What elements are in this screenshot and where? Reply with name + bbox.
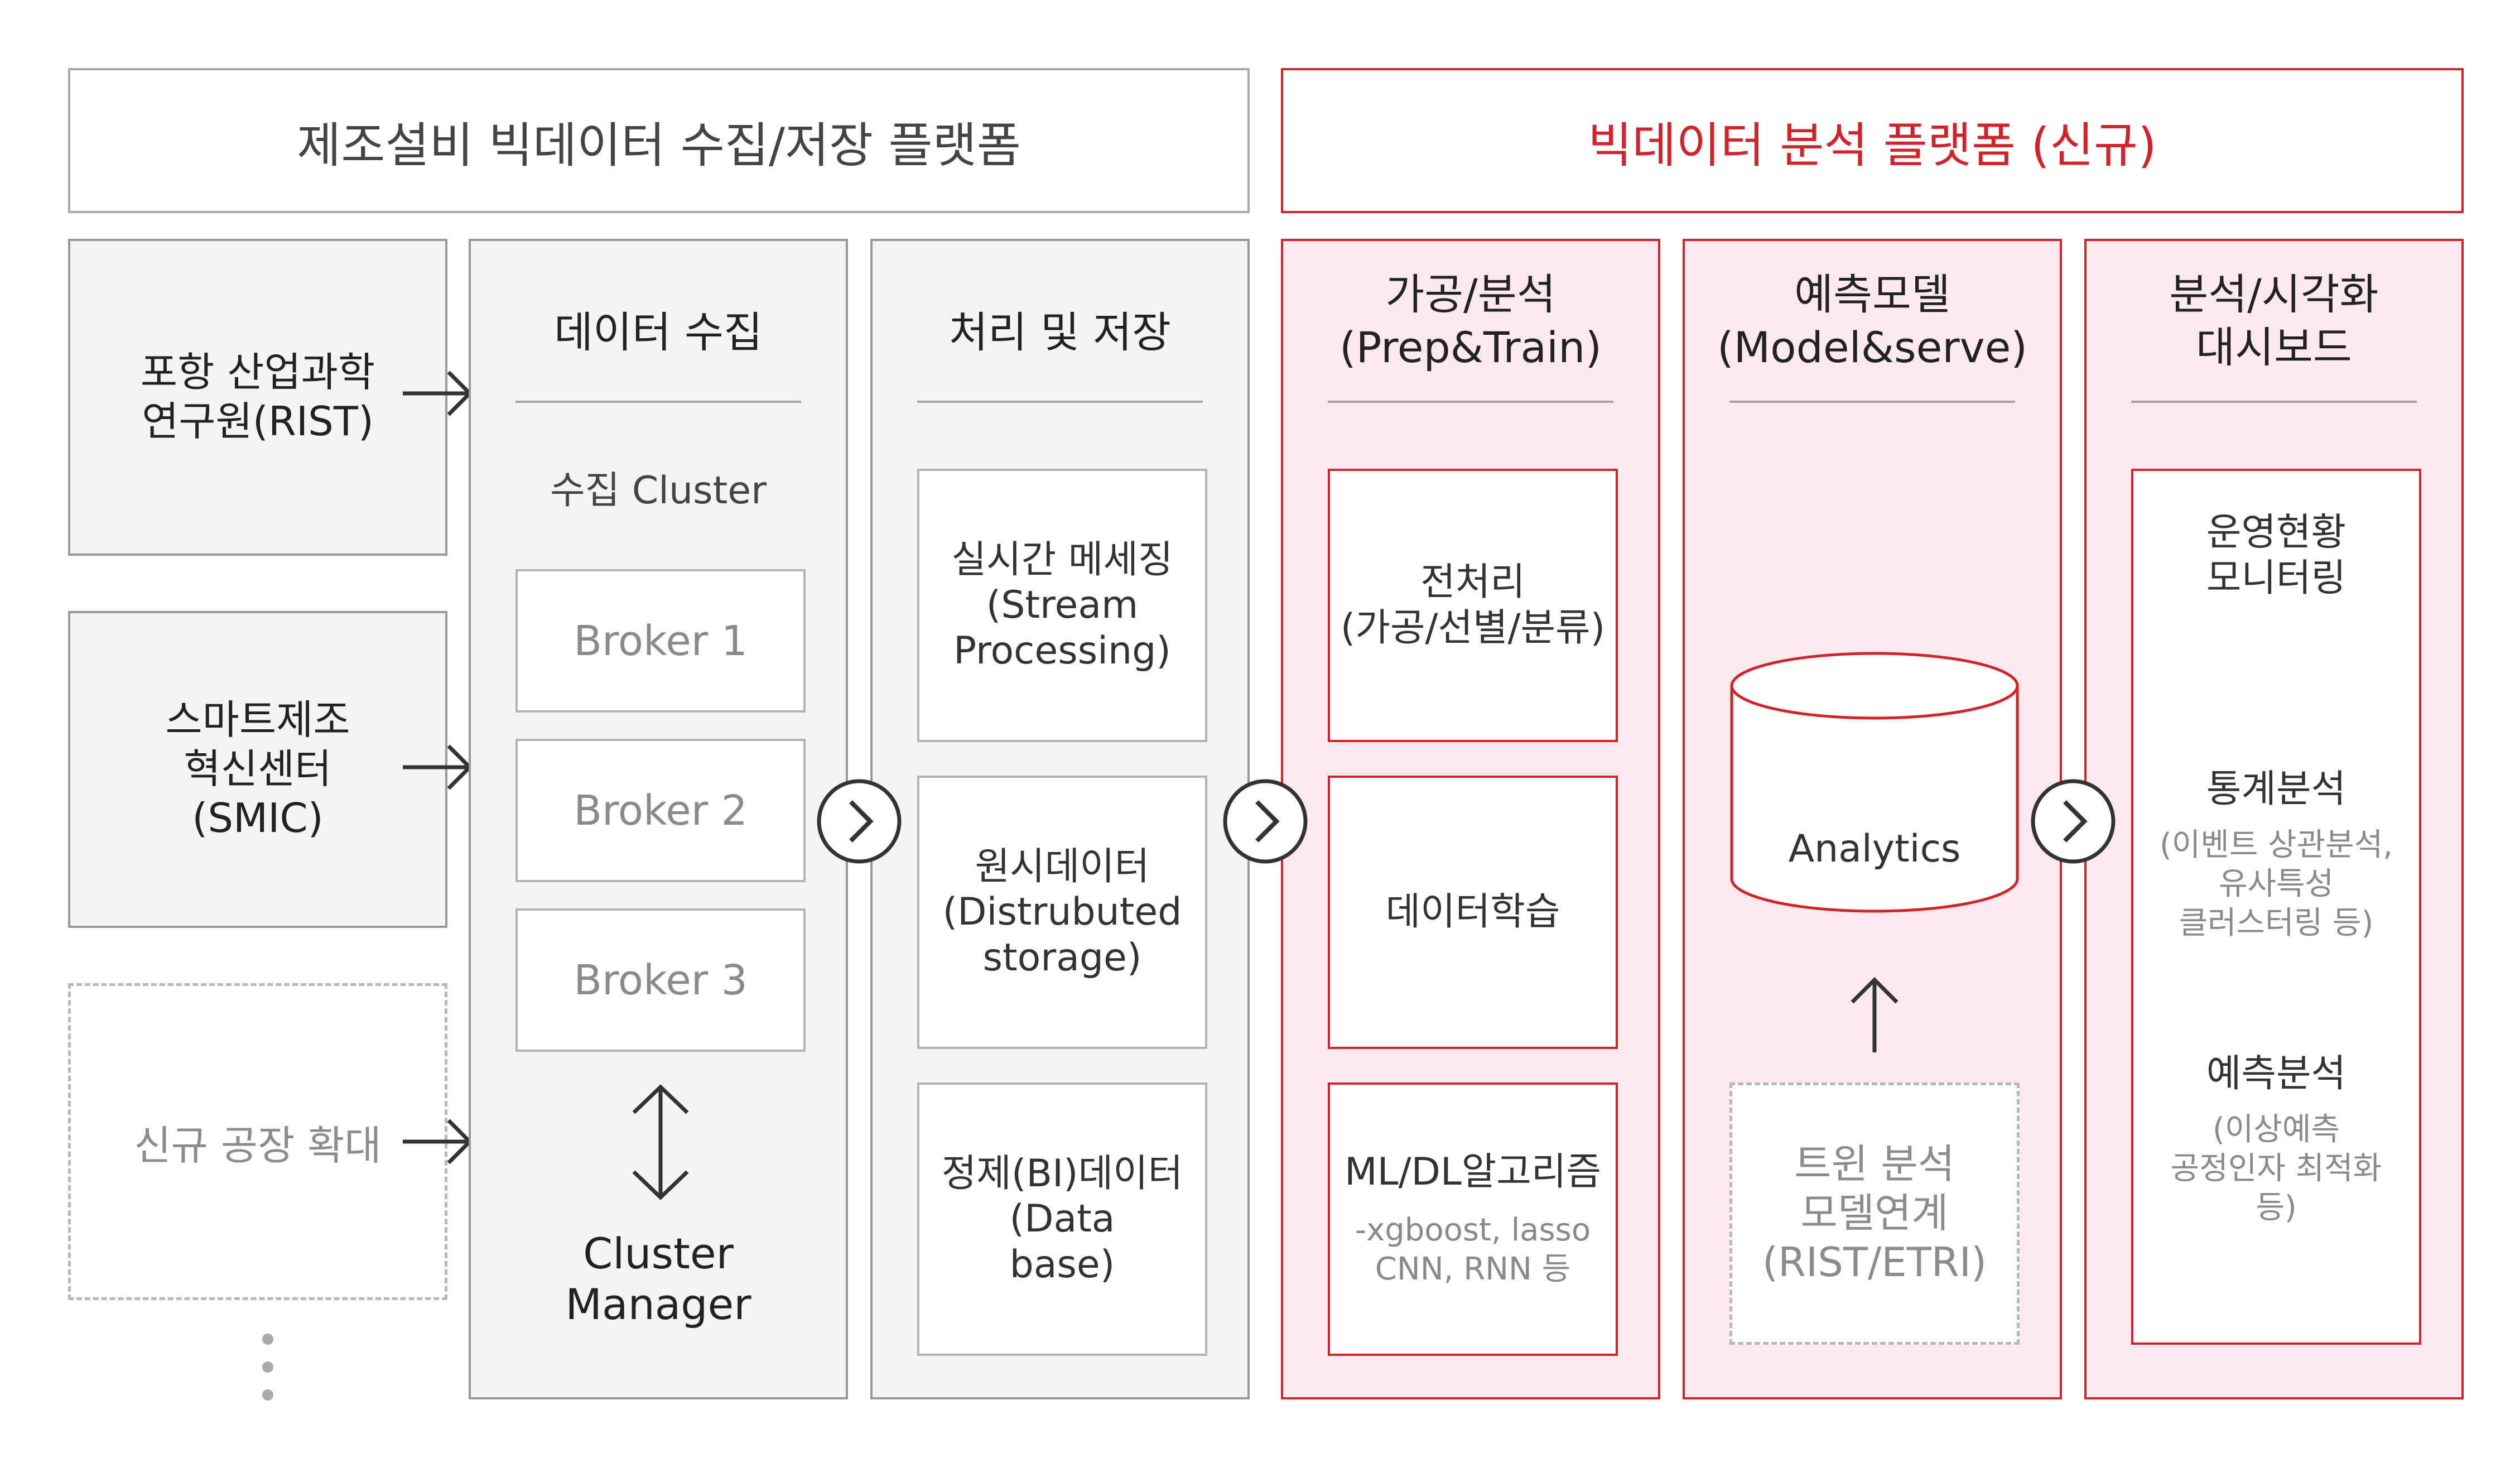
analytics-database-icon	[1730, 652, 2019, 913]
processing-storage-title-text: 처리 및 저장	[949, 307, 1171, 357]
broker-3-box: Broker 3	[515, 908, 806, 1052]
statistical-analysis-sub-2: 유사특성	[2218, 865, 2334, 902]
arrow-up-icon	[1851, 977, 1899, 1052]
chevron-right-circle-icon	[2031, 779, 2116, 864]
analytics-label-text: Analytics	[1788, 827, 1961, 872]
refined-data-line-1: 정제(BI)데이터	[941, 1151, 1183, 1196]
raw-data-line-1: 원시데이터	[975, 844, 1150, 889]
cluster-manager-line-1: Cluster	[583, 1228, 734, 1278]
statistical-analysis-sub-1: (이벤트 상관분석,	[2159, 826, 2393, 863]
statistical-analysis-item: 통계분석 (이벤트 상관분석, 유사특성 클러스터링 등)	[2133, 767, 2419, 943]
operation-monitoring-line-1: 운영현황	[2206, 511, 2346, 555]
predictive-analysis-item: 예측분석 (이상예측 공정인자 최적화 등)	[2133, 1051, 2419, 1228]
statistical-analysis-sub-3: 클러스터링 등)	[2179, 904, 2374, 941]
collect-cluster-label-text: 수집 Cluster	[550, 468, 767, 513]
source-smic-line-3: (SMIC)	[192, 794, 324, 841]
predictive-analysis-sub-2: 공정인자 최적화	[2170, 1150, 2382, 1187]
vertical-ellipsis-icon	[262, 1334, 273, 1401]
operation-monitoring-line-2: 모니터링	[2206, 556, 2346, 600]
analysis-platform-title: 빅데이터 분석 플랫폼 (신규)	[1588, 117, 2157, 174]
ml-dl-algorithm-box: ML/DL알고리즘 -xgboost, lasso CNN, RNN 등	[1328, 1082, 1618, 1356]
prep-train-title-line-1: 가공/분석	[1385, 270, 1556, 319]
model-serve-title: 예측모델 (Model&serve)	[1717, 241, 2027, 403]
broker-1-label: Broker 1	[574, 617, 748, 665]
raw-data-line-2: (Distrubuted	[942, 890, 1182, 935]
twin-analysis-line-2: 모델연계	[1800, 1190, 1949, 1237]
ml-dl-algorithm-label: ML/DL알고리즘	[1345, 1150, 1601, 1195]
chevron-right-circle-icon	[817, 779, 902, 864]
prep-train-title-line-2: (Prep&Train)	[1339, 323, 1602, 372]
data-collection-title-text: 데이터 수집	[554, 307, 763, 357]
model-serve-title-line-1: 예측모델	[1794, 270, 1950, 319]
refined-data-box: 정제(BI)데이터 (Data base)	[917, 1082, 1207, 1356]
analytics-label: Analytics	[1729, 816, 2020, 883]
source-new-factory: 신규 공장 확대	[68, 983, 447, 1300]
preprocessing-line-2: (가공/선별/분류)	[1340, 606, 1606, 650]
refined-data-line-2: (Data	[1009, 1197, 1115, 1242]
source-rist: 포항 산업과학 연구원(RIST)	[68, 239, 447, 556]
collection-platform-title: 제조설비 빅데이터 수집/저장 플랫폼	[297, 117, 1021, 174]
prep-train-title: 가공/분석 (Prep&Train)	[1328, 241, 1613, 403]
arrow-right-icon	[403, 370, 473, 416]
ml-dl-algorithm-sub-2: CNN, RNN 등	[1375, 1250, 1571, 1287]
data-collection-column: 데이터 수집 수집 Cluster Broker 1 Broker 2 Brok…	[469, 239, 848, 1399]
arrow-right-icon	[403, 1119, 473, 1165]
processing-storage-column: 처리 및 저장 실시간 메세징 (Stream Processing) 원시데이…	[870, 239, 1250, 1399]
source-smic-line-1: 스마트제조	[165, 696, 350, 744]
broker-2-box: Broker 2	[515, 739, 806, 882]
dashboard-column: 분석/시각화 대시보드 운영현황 모니터링 통계분석 (이벤트 상관분석, 유사…	[2084, 239, 2464, 1399]
cluster-manager-line-2: Manager	[565, 1279, 751, 1329]
collect-cluster-label: 수집 Cluster	[471, 453, 846, 520]
broker-1-box: Broker 1	[515, 569, 806, 713]
twin-analysis-line-3: (RIST/ETRI)	[1762, 1238, 1987, 1286]
stream-processing-line-3: Processing)	[953, 628, 1171, 673]
stream-processing-line-2: (Stream	[986, 583, 1139, 628]
source-rist-line-1: 포항 산업과학	[140, 349, 375, 396]
collection-platform-banner: 제조설비 빅데이터 수집/저장 플랫폼	[68, 68, 1250, 213]
ml-dl-algorithm-sub-1: -xgboost, lasso	[1355, 1211, 1591, 1248]
chevron-right-circle-icon	[1223, 779, 1308, 864]
source-smic-line-2: 혁신센터	[184, 745, 332, 793]
dashboard-title-line-2: 대시보드	[2196, 323, 2352, 372]
preprocessing-box: 전처리 (가공/선별/분류)	[1328, 469, 1618, 742]
predictive-analysis-sub-1: (이상예측	[2213, 1111, 2340, 1148]
dashboard-title: 분석/시각화 대시보드	[2131, 241, 2417, 403]
data-collection-title: 데이터 수집	[515, 241, 801, 403]
data-training-box: 데이터학습	[1328, 776, 1618, 1049]
operation-monitoring-item: 운영현황 모니터링	[2133, 510, 2419, 601]
model-serve-column: 예측모델 (Model&serve) Analytics 트윈 분석 모델연계 …	[1683, 239, 2062, 1399]
data-training-label: 데이터학습	[1385, 890, 1560, 935]
source-smic: 스마트제조 혁신센터 (SMIC)	[68, 611, 447, 928]
twin-analysis-box: 트윈 분석 모델연계 (RIST/ETRI)	[1729, 1082, 2020, 1345]
raw-data-box: 원시데이터 (Distrubuted storage)	[917, 776, 1207, 1049]
broker-2-label: Broker 2	[574, 786, 748, 835]
preprocessing-line-1: 전처리	[1420, 560, 1525, 605]
dashboard-title-line-1: 분석/시각화	[2169, 270, 2379, 319]
twin-analysis-line-1: 트윈 분석	[1794, 1141, 1955, 1188]
broker-3-label: Broker 3	[574, 956, 748, 1004]
stream-processing-box: 실시간 메세징 (Stream Processing)	[917, 469, 1207, 742]
source-rist-line-2: 연구원(RIST)	[142, 398, 374, 445]
refined-data-line-3: base)	[1009, 1242, 1115, 1287]
source-new-factory-label: 신규 공장 확대	[134, 1122, 382, 1169]
predictive-analysis-label: 예측분석	[2206, 1052, 2346, 1096]
dashboard-panel: 운영현황 모니터링 통계분석 (이벤트 상관분석, 유사특성 클러스터링 등) …	[2131, 469, 2421, 1345]
cluster-manager-label: Cluster Manager	[471, 1212, 846, 1346]
raw-data-line-3: storage)	[982, 935, 1142, 980]
statistical-analysis-label: 통계분석	[2206, 767, 2346, 811]
arrow-up-down-icon	[632, 1084, 689, 1200]
model-serve-title-line-2: (Model&serve)	[1717, 323, 2028, 372]
processing-storage-title: 처리 및 저장	[917, 241, 1203, 403]
stream-processing-line-1: 실시간 메세징	[951, 537, 1173, 582]
arrow-right-icon	[403, 744, 473, 790]
predictive-analysis-sub-3: 등)	[2256, 1189, 2297, 1226]
prep-train-column: 가공/분석 (Prep&Train) 전처리 (가공/선별/분류) 데이터학습 …	[1281, 239, 1660, 1399]
analysis-platform-banner: 빅데이터 분석 플랫폼 (신규)	[1281, 68, 2464, 213]
